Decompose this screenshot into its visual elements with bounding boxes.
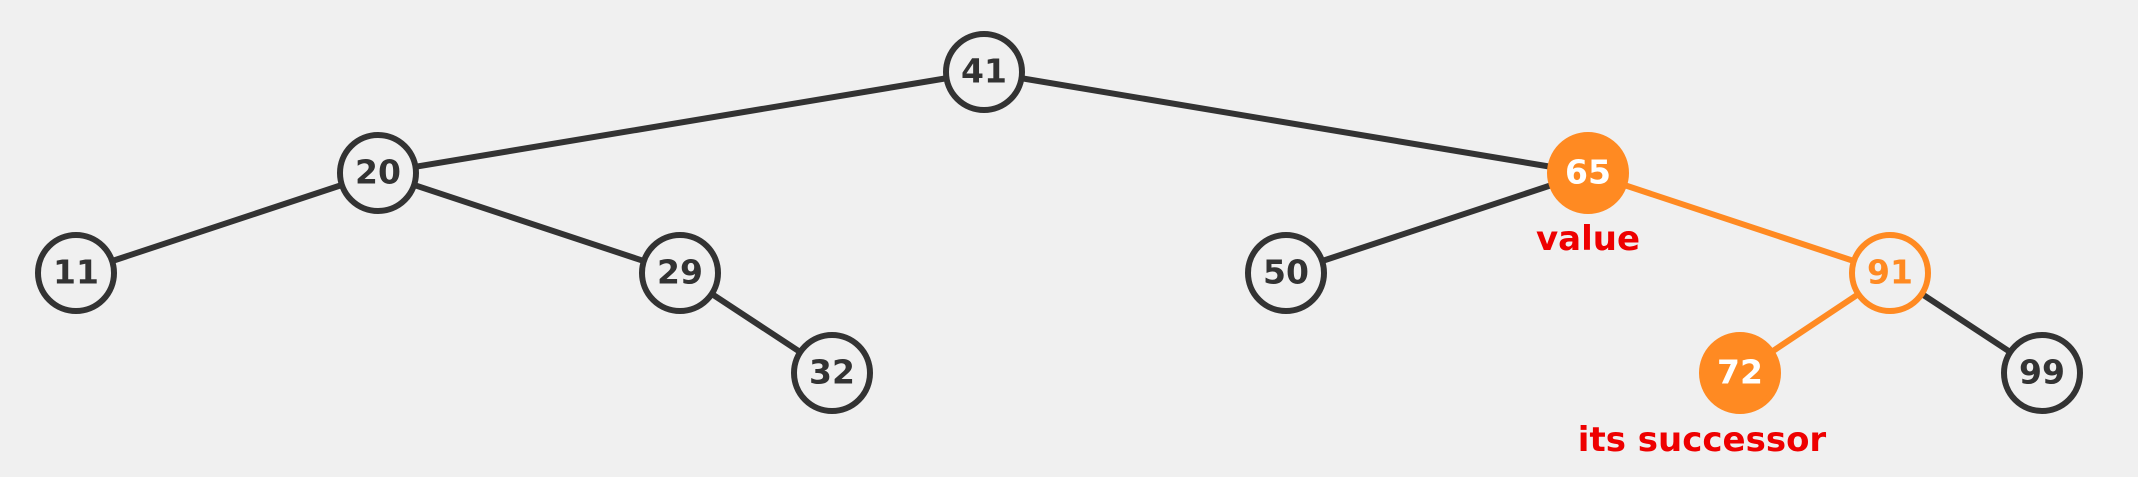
captions-layer: value its successor: [1536, 219, 1826, 460]
node-circle: [639, 232, 721, 314]
node-label: 41: [961, 52, 1007, 91]
node-circle: [791, 332, 873, 414]
edge-41-20: [375, 69, 987, 176]
edge-20-29: [375, 170, 683, 276]
edge-20-11: [73, 170, 381, 276]
node-circle: [2001, 332, 2083, 414]
node-20: 20: [337, 132, 419, 214]
node-label: 72: [1717, 353, 1763, 392]
node-99: 99: [2001, 332, 2083, 414]
node-11: 11: [35, 232, 117, 314]
caption-value: value: [1536, 219, 1640, 259]
node-circle: [1245, 232, 1327, 314]
node-label: 20: [355, 153, 401, 192]
node-circle: [35, 232, 117, 314]
edge-41-65: [981, 69, 1591, 176]
node-29: 29: [639, 232, 721, 314]
caption-successor: its successor: [1578, 420, 1827, 460]
node-50: 50: [1245, 232, 1327, 314]
nodes-layer: 41 20 65 11 29 32 50 91 72 99: [35, 31, 2083, 414]
edge-65-50: [1283, 170, 1591, 276]
node-circle: [337, 132, 419, 214]
node-circle: [943, 31, 1025, 113]
node-label: 29: [657, 253, 703, 292]
edges-layer: [73, 69, 2045, 376]
node-72: 72: [1699, 332, 1781, 414]
node-label: 91: [1867, 253, 1913, 292]
node-circle: [1849, 232, 1931, 314]
node-circle: [1699, 332, 1781, 414]
node-label: 65: [1565, 153, 1611, 192]
node-label: 50: [1263, 253, 1309, 292]
node-label: 11: [53, 253, 99, 292]
node-41: 41: [943, 31, 1025, 113]
node-label: 99: [2019, 353, 2065, 392]
node-circle: [1547, 132, 1629, 214]
node-label: 32: [809, 353, 855, 392]
edge-65-91: [1585, 170, 1893, 276]
node-65: 65: [1547, 132, 1629, 214]
node-91: 91: [1849, 232, 1931, 314]
node-32: 32: [791, 332, 873, 414]
